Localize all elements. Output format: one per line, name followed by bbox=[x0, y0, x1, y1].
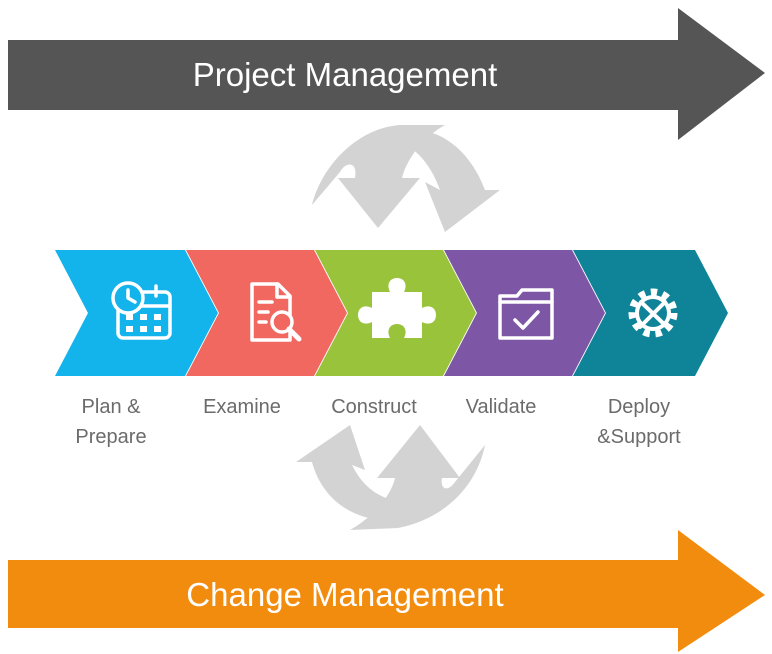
banner-arrow-bottom bbox=[8, 530, 765, 652]
banner-arrow-top bbox=[8, 8, 765, 140]
cycle-arrow-upper bbox=[312, 125, 445, 228]
step-label-validate: Validate bbox=[465, 396, 537, 418]
step-chevron-validate bbox=[444, 250, 605, 376]
folder-check-icon bbox=[498, 288, 554, 340]
change-management-banner: Change Management bbox=[8, 530, 765, 652]
banner-label-bottom: Change Management bbox=[186, 576, 503, 613]
calendar-clock-icon bbox=[111, 281, 172, 340]
step-label-plan: Plan & Prepare bbox=[75, 396, 147, 448]
banner-label-top: Project Management bbox=[193, 56, 498, 93]
cycle-arrow-upper-tail bbox=[405, 129, 500, 232]
step-label-examine: Examine bbox=[203, 396, 281, 418]
cycle-arrow-lower-tail bbox=[296, 425, 392, 521]
step-chevron-plan bbox=[55, 250, 218, 376]
cycle-arrows bbox=[296, 125, 500, 530]
puzzle-piece-icon bbox=[358, 278, 436, 338]
gear-wrench-icon bbox=[628, 288, 678, 338]
step-label-deploy: Deploy &Support bbox=[597, 396, 681, 448]
step-label-construct: Construct bbox=[331, 396, 417, 418]
document-search-icon bbox=[250, 282, 302, 342]
project-management-banner: Project Management bbox=[8, 8, 765, 140]
step-chevrons bbox=[55, 250, 728, 376]
